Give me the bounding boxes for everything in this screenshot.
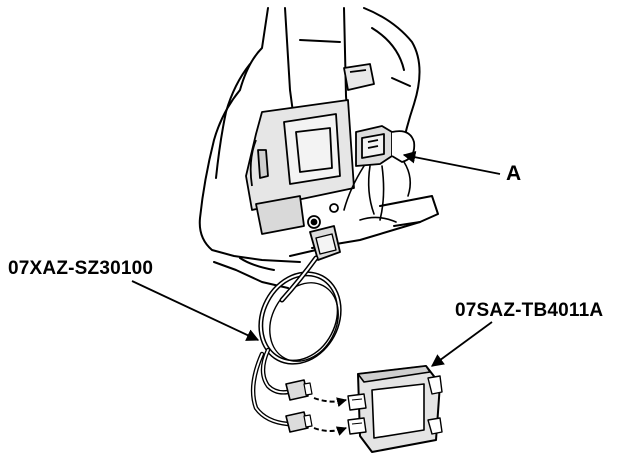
callout-a: A [506, 162, 522, 185]
leader-line-harness [131, 280, 260, 341]
vehicle-panel [198, 7, 439, 289]
leader-line-a [402, 151, 501, 175]
callout-harness-part-number: 07XAZ-SZ30100 [8, 258, 154, 279]
connection-arrows [313, 397, 347, 436]
control-unit-bracket [245, 99, 355, 235]
connector-a [343, 63, 416, 167]
leader-line-unit [430, 321, 493, 367]
leader-lines [131, 151, 501, 367]
adapter-harness [250, 225, 342, 433]
vehicle-wiring [343, 161, 412, 223]
callout-unit-part-number: 07SAZ-TB4011A [455, 300, 604, 321]
accessory-unit [347, 365, 443, 453]
